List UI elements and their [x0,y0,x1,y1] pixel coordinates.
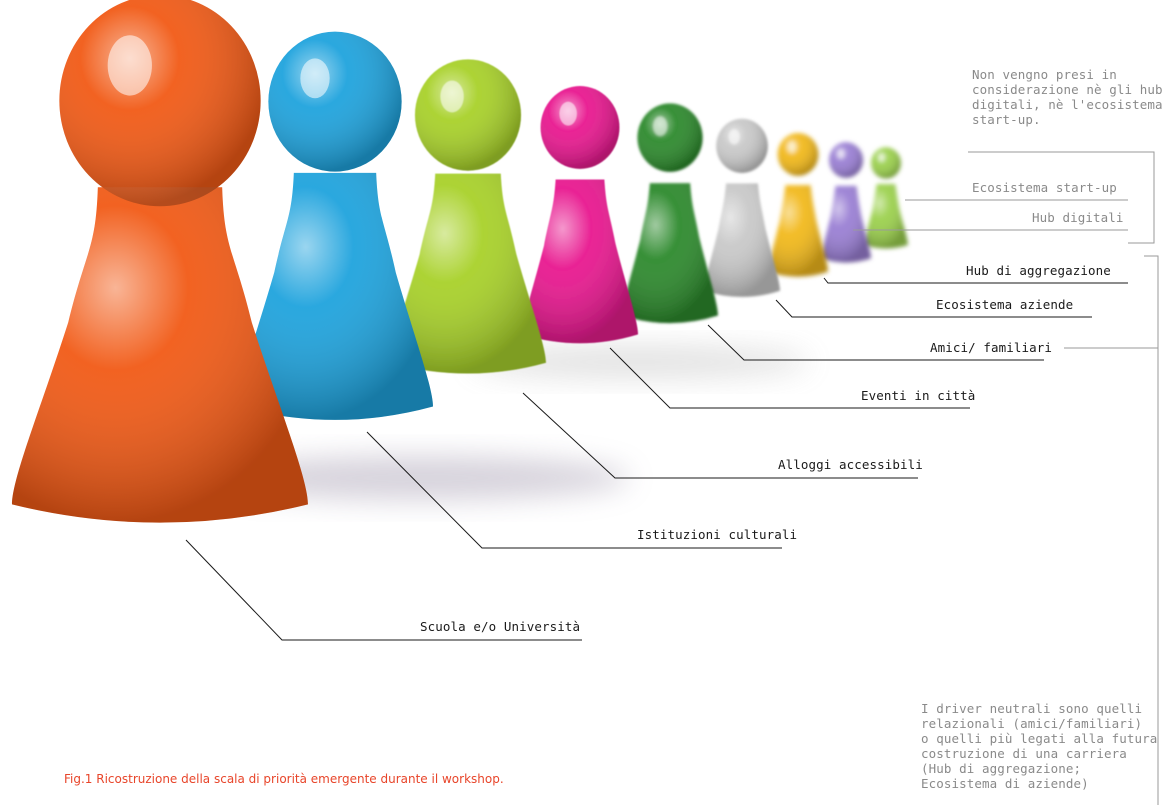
pawn-shading [704,183,780,297]
pawn-magenta [522,86,638,344]
pawn-head-shading [716,118,768,173]
label-ecosistema-startup: Ecosistema start-up [972,180,1117,195]
pawn-green [622,103,718,324]
pawn-shading [522,179,638,344]
note-excluded: Non vengno presi in considerazione nè gl… [972,67,1163,127]
pawn-yellow [768,132,828,277]
note-excluded-line: start-up. [972,112,1041,127]
pawn-highlight [107,35,152,96]
pawn-highlight [787,141,797,154]
pawn-shadow [210,456,630,500]
pawn-lime [390,59,546,374]
note-neutral-line: I driver neutrali sono quelli [921,701,1143,716]
label-ecosistema-aziende: Ecosistema aziende [936,297,1074,312]
leader-line-ecosistema-aziende [775,299,1092,318]
pawn-head-shading [829,142,863,178]
pawn-shading [821,185,871,263]
label-eventi: Eventi in città [861,388,976,403]
leader-line-scuola [185,539,582,641]
label-hub-digitali: Hub digitali [1032,210,1124,225]
pawn-head-shading [871,147,901,179]
pawn-lightgreen [864,147,908,249]
note-neutral-line: Ecosistema di aziende) [921,776,1089,791]
pawn-head-shading [777,132,819,176]
leader-line-hub-aggregazione [823,277,1128,284]
leader-line-eventi [609,347,970,409]
pawn-highlight [728,129,740,145]
bracket-excluded [968,151,1155,244]
label-amici: Amici/ familiari [930,340,1053,355]
leader-line-alloggi [522,392,918,479]
pawn-head-shading [540,86,620,169]
note-neutral-line: (Hub di aggregazione; [921,761,1082,776]
note-neutral-line: relazionali (amici/familiari) [921,716,1143,731]
note-neutral: I driver neutrali sono quelli relazional… [921,701,1157,791]
note-excluded-line: Non vengno presi in [972,67,1117,82]
pawn-shading [864,184,908,249]
leader-line-amici [707,324,1044,361]
pawn-shading [12,187,308,523]
note-excluded-line: digitali, nè l'ecosistema [972,97,1163,112]
pawn-head-shading [414,59,522,171]
leader-line-istituzioni [366,431,782,549]
pawn-highlight [300,58,330,99]
pawn-orange [12,0,308,523]
pawn-highlight [440,80,464,113]
pawn-highlight [878,153,885,163]
note-neutral-line: costruzione di una carriera [921,746,1127,761]
pawn-highlight [653,116,668,137]
pawn-head-shading [637,103,703,172]
note-neutral-line: o quelli più legati alla futura [921,731,1158,746]
pawn-highlight [837,148,845,160]
pawn-shading [390,173,546,374]
note-excluded-line: considerazione nè gli hub [972,82,1163,97]
pawn-highlight [559,101,577,126]
bracket-neutral [1064,255,1159,805]
pawn-blue [237,31,433,420]
label-istituzioni: Istituzioni culturali [637,527,798,542]
pawn-shading [237,172,433,420]
pawn-shadow [470,346,810,378]
pawn-shading [622,183,718,324]
pawn-purple [821,142,871,263]
label-scuola: Scuola e/o Università [420,619,581,634]
figure-caption: Fig.1 Ricostruzione della scala di prior… [64,772,504,786]
label-alloggi: Alloggi accessibili [778,457,923,472]
label-hub-aggregazione: Hub di aggregazione [966,263,1111,278]
pawn-gray [704,118,780,297]
pawn-head-shading [268,31,402,172]
pawn-head-shading [59,0,261,207]
pawn-shading [768,185,828,277]
